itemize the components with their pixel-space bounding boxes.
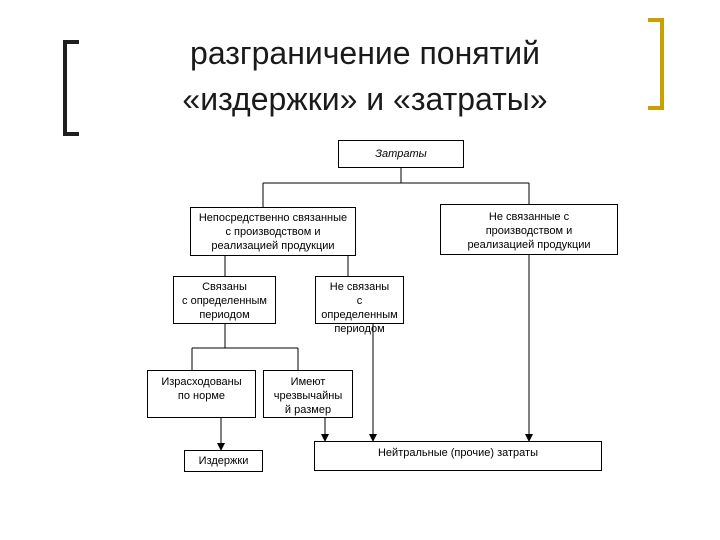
- slide-title: разграничение понятий «издержки» и «затр…: [90, 30, 640, 122]
- not-related-costs-box: Не связанные с производством и реализаци…: [440, 204, 618, 255]
- left-bracket-decoration: [63, 40, 79, 136]
- costs-box: Издержки: [184, 450, 263, 472]
- title-line-2: «издержки» и «затраты»: [182, 81, 548, 117]
- neutral-costs-box: Нейтральные (прочие) затраты: [314, 441, 602, 471]
- right-bracket-decoration: [648, 18, 664, 110]
- root-costs-box: Затраты: [338, 140, 464, 168]
- period-linked-box: Связаны с определенным периодом: [173, 276, 276, 324]
- direct-costs-box: Непосредственно связанные с производство…: [190, 207, 356, 256]
- spent-norm-box: Израсходованы по норме: [147, 370, 256, 418]
- title-line-1: разграничение понятий: [190, 35, 540, 71]
- extraordinary-box: Имеют чрезвычайны й размер: [263, 370, 353, 418]
- period-unlinked-box: Не связаны с определенным периодом: [315, 276, 404, 335]
